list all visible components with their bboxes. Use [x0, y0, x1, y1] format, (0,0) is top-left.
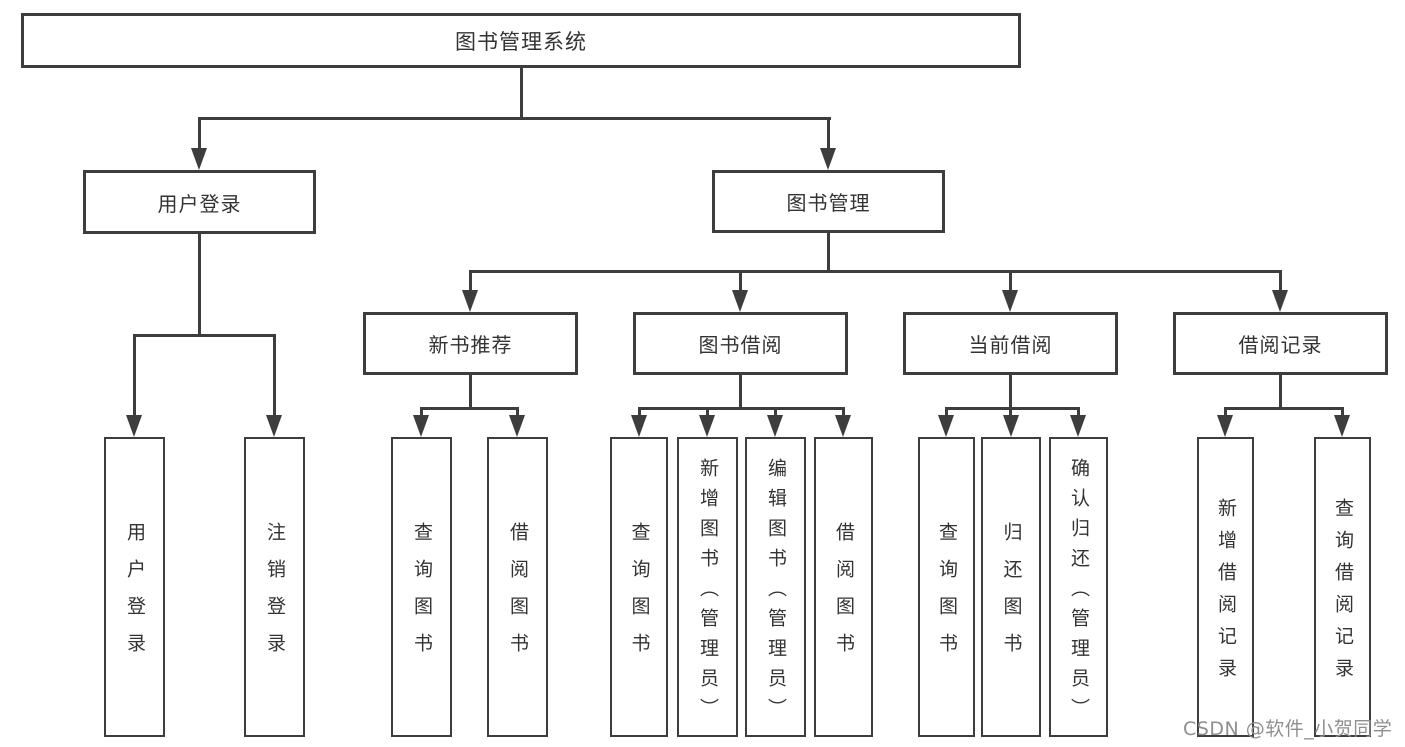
- leaf-query-books-current: 查询图书: [918, 437, 975, 737]
- leaf-query-borrow-record: 查询借阅记录: [1314, 437, 1371, 737]
- connector-line: [1224, 407, 1227, 419]
- arrow-down-icon: [631, 415, 647, 437]
- arrow-down-icon: [1217, 415, 1233, 437]
- connector-line: [739, 375, 742, 408]
- arrow-down-icon: [266, 415, 282, 437]
- node-borrowing-records: 借阅记录: [1173, 312, 1388, 375]
- leaf-label: 用户登录: [124, 522, 146, 670]
- leaf-confirm-return-admin: 确认归还（管理员）: [1049, 437, 1108, 737]
- leaf-label: 查询图书: [411, 522, 433, 670]
- leaf-user-login: 用户登录: [104, 437, 165, 737]
- connector-line: [706, 407, 709, 419]
- leaf-borrow-books-recommend: 借阅图书: [487, 437, 548, 737]
- leaf-label: 借阅图书: [833, 522, 855, 670]
- node-new-book-recommend: 新书推荐: [363, 312, 578, 375]
- connector-line: [827, 117, 830, 151]
- connector-line: [520, 68, 523, 118]
- leaf-logout: 注销登录: [244, 437, 305, 737]
- arrow-down-icon: [1002, 290, 1018, 312]
- arrow-down-icon: [938, 415, 954, 437]
- connector-line: [827, 233, 830, 271]
- leaf-label: 编辑图书（管理员）: [765, 457, 787, 728]
- connector-line: [469, 375, 472, 408]
- leaf-label: 注销登录: [264, 522, 286, 670]
- leaf-label: 查询借阅记录: [1332, 497, 1354, 690]
- leaf-query-books-borrowing: 查询图书: [610, 437, 668, 737]
- connector-line: [273, 334, 276, 418]
- connector-line: [1279, 270, 1282, 294]
- node-label: 用户登录: [157, 191, 242, 216]
- node-root: 图书管理系统: [21, 13, 1021, 68]
- connector-line: [199, 117, 831, 120]
- leaf-label: 归还图书: [1000, 522, 1023, 670]
- leaf-label: 确认归还（管理员）: [1068, 457, 1090, 728]
- connector-line: [638, 407, 641, 419]
- node-book-management: 图书管理: [712, 170, 945, 233]
- connector-line: [945, 407, 948, 419]
- leaf-query-books-recommend: 查询图书: [391, 437, 452, 737]
- connector-line: [469, 270, 472, 294]
- node-label: 图书借阅: [698, 333, 783, 357]
- arrow-down-icon: [820, 148, 836, 170]
- node-current-borrowing: 当前借阅: [903, 312, 1118, 375]
- node-root-label: 图书管理系统: [455, 29, 587, 54]
- connector-line: [1009, 407, 1012, 419]
- connector-line: [1224, 407, 1344, 410]
- arrow-down-icon: [767, 415, 783, 437]
- connector-line: [1341, 407, 1344, 419]
- node-label: 借阅记录: [1238, 333, 1323, 357]
- connector-line: [638, 407, 845, 410]
- arrow-down-icon: [462, 290, 478, 312]
- node-book-borrowing: 图书借阅: [633, 312, 848, 375]
- leaf-borrow-books-borrowing: 借阅图书: [814, 437, 873, 737]
- arrow-down-icon: [1070, 415, 1086, 437]
- leaf-label: 查询图书: [628, 522, 651, 670]
- arrow-down-icon: [1334, 415, 1350, 437]
- arrow-down-icon: [509, 415, 525, 437]
- leaf-label: 借阅图书: [507, 522, 529, 670]
- connector-line: [469, 270, 1282, 273]
- leaf-label: 新增图书（管理员）: [697, 457, 719, 728]
- node-label: 当前借阅: [968, 333, 1053, 357]
- connector-line: [420, 407, 519, 410]
- arrow-down-icon: [1003, 415, 1019, 437]
- node-label: 新书推荐: [428, 333, 513, 357]
- watermark-text: CSDN @软件_小贺同学: [1183, 718, 1393, 740]
- leaf-add-borrow-record: 新增借阅记录: [1197, 437, 1254, 737]
- node-label: 图书管理: [786, 191, 871, 215]
- connector-line: [1077, 407, 1080, 419]
- connector-line: [133, 334, 136, 418]
- node-user-login: 用户登录: [83, 170, 316, 234]
- connector-line: [1009, 270, 1012, 294]
- arrow-down-icon: [732, 290, 748, 312]
- arrow-down-icon: [1272, 290, 1288, 312]
- leaf-add-book-admin: 新增图书（管理员）: [677, 437, 738, 737]
- connector-line: [198, 117, 201, 151]
- arrow-down-icon: [699, 415, 715, 437]
- arrow-down-icon: [126, 415, 142, 437]
- arrow-down-icon: [413, 415, 429, 437]
- connector-line: [739, 270, 742, 294]
- leaf-label: 新增借阅记录: [1215, 497, 1237, 690]
- leaf-label: 查询图书: [936, 522, 958, 670]
- connector-line: [198, 234, 201, 335]
- connector-line: [774, 407, 777, 419]
- connector-line: [1279, 375, 1282, 408]
- connector-line: [945, 407, 1080, 410]
- leaf-edit-book-admin: 编辑图书（管理员）: [745, 437, 806, 737]
- connector-line: [420, 407, 423, 419]
- connector-line: [1009, 375, 1012, 408]
- leaf-return-book: 归还图书: [981, 437, 1041, 737]
- connector-line: [842, 407, 845, 419]
- arrow-down-icon: [191, 148, 207, 170]
- arrow-down-icon: [835, 415, 851, 437]
- connector-line: [133, 334, 276, 337]
- connector-line: [516, 407, 519, 419]
